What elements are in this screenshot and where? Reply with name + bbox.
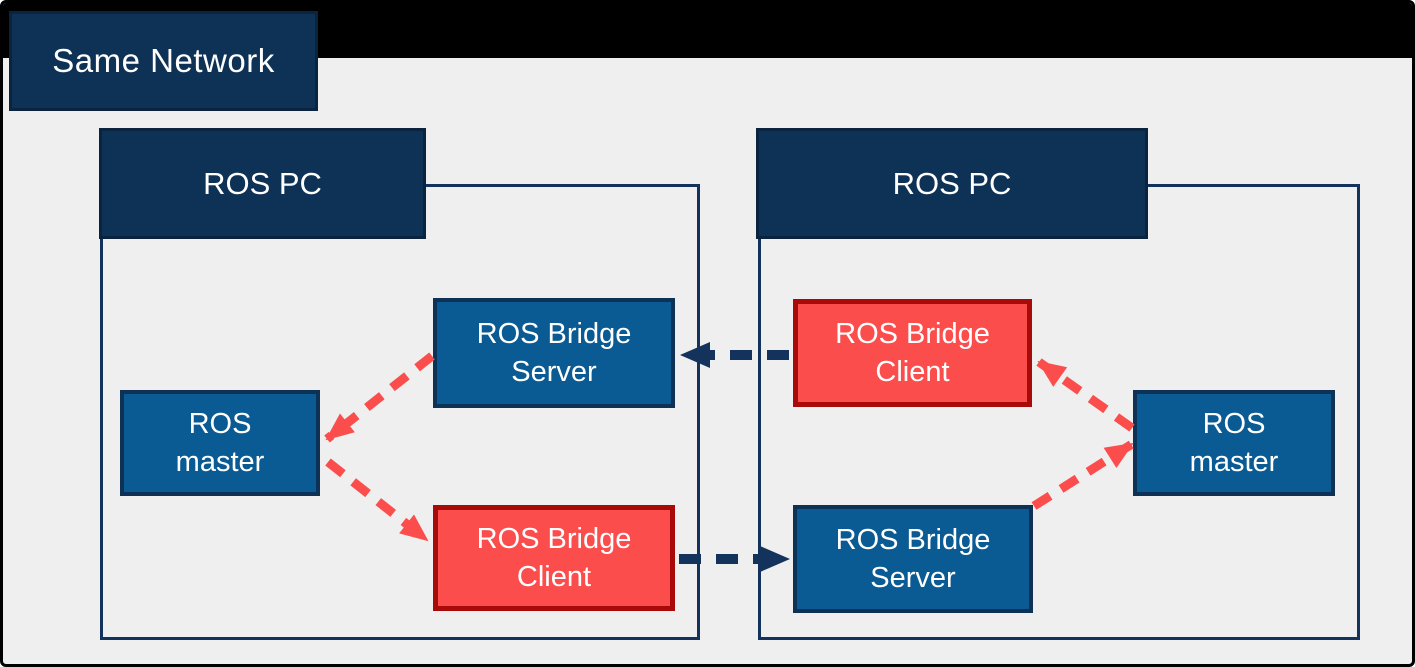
right-pc-title: ROS PC <box>892 165 1012 201</box>
right-pc-ros-master-node: ROS master <box>1133 390 1335 496</box>
right-pc-ros-master-label: ROS master <box>1189 407 1279 478</box>
right-pc-bridge-server-label: ROS Bridge Server <box>835 523 991 594</box>
left-pc-ros-master-node: ROS master <box>120 390 320 496</box>
network-badge: Same Network <box>9 11 318 111</box>
left-pc-header: ROS PC <box>99 128 426 239</box>
left-pc-ros-master-label: ROS master <box>175 407 265 478</box>
right-pc-bridge-server-node: ROS Bridge Server <box>793 505 1033 613</box>
left-pc-bridge-client-label: ROS Bridge Client <box>476 522 632 593</box>
right-pc-bridge-client-node: ROS Bridge Client <box>793 299 1032 407</box>
right-pc-bridge-client-label: ROS Bridge Client <box>835 317 990 388</box>
right-pc-header: ROS PC <box>756 128 1148 239</box>
left-pc-title: ROS PC <box>203 165 322 201</box>
left-pc-bridge-server-label: ROS Bridge Server <box>476 317 632 388</box>
left-pc-bridge-server-node: ROS Bridge Server <box>433 298 675 408</box>
left-pc-bridge-client-node: ROS Bridge Client <box>433 505 675 611</box>
network-badge-label: Same Network <box>52 42 275 79</box>
